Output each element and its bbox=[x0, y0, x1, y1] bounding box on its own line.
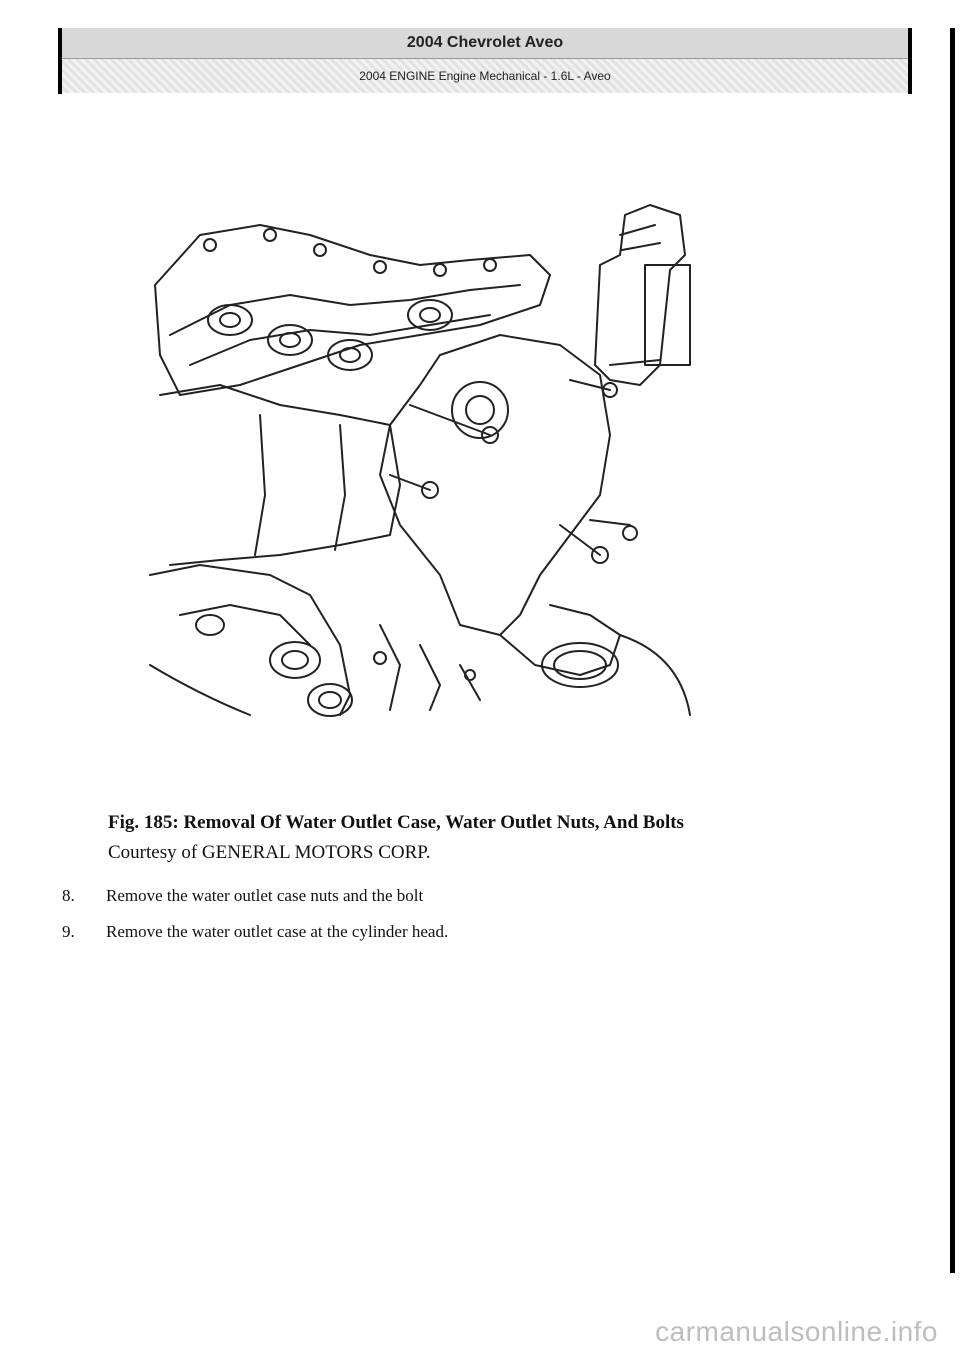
step-text: Remove the water outlet case nuts and th… bbox=[106, 886, 424, 905]
procedure-steps: 8. Remove the water outlet case nuts and… bbox=[62, 878, 862, 950]
document-subtitle: 2004 ENGINE Engine Mechanical - 1.6L - A… bbox=[62, 59, 908, 93]
engine-illustration bbox=[149, 204, 691, 717]
step-number: 8. bbox=[62, 886, 75, 905]
page-border bbox=[950, 28, 955, 1273]
figure-credit: Courtesy of GENERAL MOTORS CORP. bbox=[108, 842, 431, 863]
list-item: 8. Remove the water outlet case nuts and… bbox=[62, 878, 862, 914]
figure-title: Fig. 185: Removal Of Water Outlet Case, … bbox=[108, 812, 684, 833]
page-header: 2004 Chevrolet Aveo 2004 ENGINE Engine M… bbox=[58, 28, 912, 94]
list-item: 9. Remove the water outlet case at the c… bbox=[62, 914, 862, 950]
figure-caption: Fig. 185: Removal Of Water Outlet Case, … bbox=[108, 808, 868, 868]
document-title: 2004 Chevrolet Aveo bbox=[62, 28, 908, 59]
watermark: carmanualsonline.info bbox=[655, 1316, 938, 1347]
step-number: 9. bbox=[62, 922, 75, 941]
step-text: Remove the water outlet case at the cyli… bbox=[106, 922, 449, 941]
